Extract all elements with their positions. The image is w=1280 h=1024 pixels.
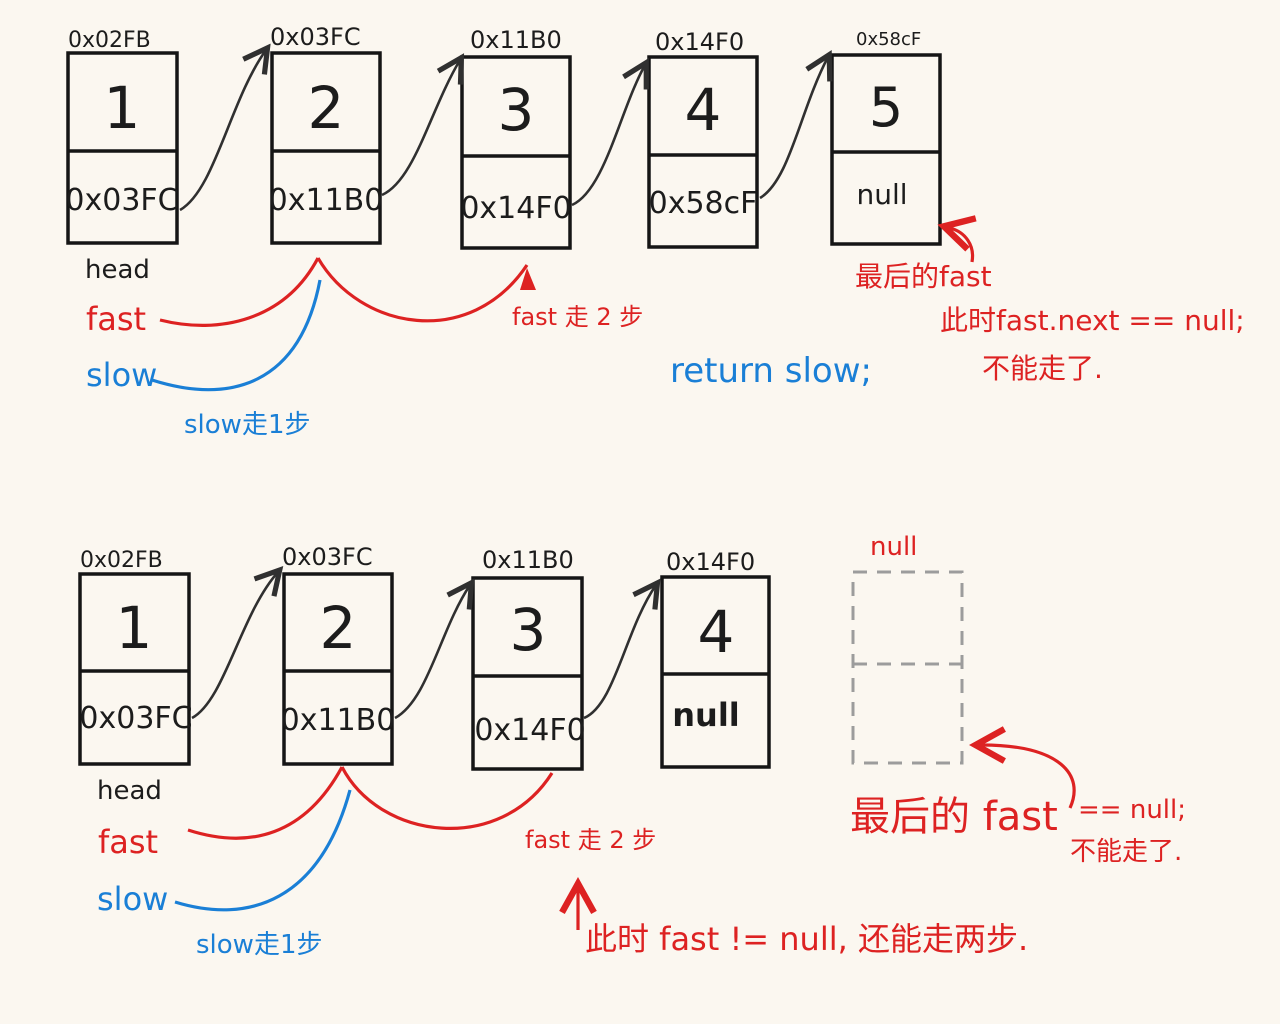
bottom-slow-step: slow走1步	[196, 930, 322, 960]
top-node-3-value: 3	[498, 76, 535, 144]
top-node-5-next: null	[856, 178, 907, 211]
bottom-last-fast-eq: == null;	[1078, 795, 1186, 825]
bottom-node-4-box	[660, 575, 771, 769]
top-link-arrow-2	[381, 60, 460, 197]
top-note-line2: 不能走了.	[982, 352, 1103, 385]
top-link-arrow-3	[571, 65, 645, 207]
bottom-node-3-address: 0x11B0	[482, 546, 574, 574]
bottom-fast-step: fast 走 2 步	[525, 826, 656, 854]
bottom-link-arrow-3	[583, 585, 656, 720]
bottom-node-4: 0x14F0 4 null	[660, 548, 771, 769]
top-list: 0x02FB 1 0x03FC 0x03FC 2 0x11B0 0x11B0 3…	[65, 23, 1244, 440]
top-return-text: return slow;	[670, 351, 872, 391]
top-node-1-next: 0x03FC	[65, 183, 178, 218]
top-node-2-value: 2	[308, 74, 345, 142]
bottom-last-fast-label: 最后的 fast	[850, 794, 1058, 840]
bottom-head-label: head	[97, 776, 162, 806]
top-node-3-box	[460, 55, 572, 250]
top-head-label: head	[85, 255, 150, 285]
top-slow-step: slow走1步	[184, 410, 310, 440]
top-node-4-value: 4	[685, 76, 722, 144]
bottom-ghost-box	[851, 570, 964, 765]
bottom-node-1-value: 1	[116, 594, 153, 662]
bottom-node-2: 0x03FC 2 0x11B0	[281, 543, 396, 766]
bottom-node-3-box	[471, 576, 584, 771]
top-last-fast-label: 最后的fast	[855, 260, 992, 293]
top-node-4-address: 0x14F0	[655, 28, 744, 56]
top-node-3-next: 0x14F0	[460, 191, 571, 226]
bottom-node-2-address: 0x03FC	[282, 543, 373, 571]
top-node-5-box	[830, 53, 942, 246]
top-slow-label: slow	[86, 356, 157, 394]
bottom-fast-arc-2	[340, 766, 554, 830]
bottom-node-3-next: 0x14F0	[474, 713, 585, 748]
top-fast-arc-1	[159, 257, 320, 327]
top-node-2-address: 0x03FC	[270, 23, 361, 51]
bottom-slow-label: slow	[97, 880, 168, 918]
top-node-2-box	[270, 51, 382, 245]
bottom-link-arrow-1	[191, 572, 278, 720]
top-node-5: 0x58cF 5 null	[830, 29, 942, 246]
bottom-node-4-value: 4	[698, 598, 735, 666]
bottom-node-2-box	[282, 572, 394, 766]
bottom-node-4-address: 0x14F0	[666, 548, 755, 576]
top-node-3-address: 0x11B0	[470, 26, 562, 54]
bottom-node-3-value: 3	[510, 596, 547, 664]
bottom-link-arrow-2	[394, 585, 470, 720]
top-node-2-next: 0x11B0	[269, 183, 384, 218]
top-slow-arc	[151, 279, 322, 392]
bottom-node-1-next: 0x03FC	[79, 701, 192, 736]
bottom-fast-arc-1	[187, 766, 344, 840]
top-link-arrow-4	[759, 57, 828, 200]
top-note-line1: 此时fast.next == null;	[940, 304, 1245, 337]
top-node-2: 0x03FC 2 0x11B0	[269, 23, 384, 245]
top-node-3: 0x11B0 3 0x14F0	[460, 26, 572, 250]
bottom-node-4-next: null	[672, 696, 740, 734]
bottom-node-2-next: 0x11B0	[281, 703, 396, 738]
top-node-1-address: 0x02FB	[68, 28, 151, 53]
bottom-slow-arc	[174, 789, 352, 912]
top-node-1: 0x02FB 1 0x03FC	[65, 28, 179, 245]
bottom-last-fast-note: 不能走了.	[1070, 837, 1182, 867]
top-link-arrow-1	[179, 50, 266, 212]
bottom-list: 0x02FB 1 0x03FC 0x03FC 2 0x11B0 0x11B0 3…	[78, 532, 1186, 960]
top-node-4: 0x14F0 4 0x58cF	[647, 28, 759, 249]
top-node-4-next: 0x58cF	[649, 186, 758, 221]
bottom-null-label: null	[870, 532, 917, 562]
top-fast-arrowhead	[520, 268, 536, 290]
bottom-fast-label: fast	[98, 823, 158, 861]
top-fast-arc-2	[316, 257, 529, 323]
top-last-fast-pointer	[950, 228, 973, 263]
bottom-node-1-box	[78, 572, 191, 766]
top-fast-step: fast 走 2 步	[512, 303, 643, 331]
bottom-node-3: 0x11B0 3 0x14F0	[471, 546, 586, 771]
top-node-4-box	[647, 55, 759, 249]
top-node-1-box	[66, 51, 179, 245]
top-node-5-address: 0x58cF	[856, 29, 921, 50]
bottom-null-ghost-node: null	[851, 532, 964, 765]
top-node-1-value: 1	[104, 74, 141, 142]
top-node-5-value: 5	[869, 76, 903, 139]
bottom-node-1-address: 0x02FB	[80, 548, 163, 573]
bottom-note: 此时 fast != null, 还能走两步.	[585, 920, 1028, 958]
bottom-node-2-value: 2	[320, 594, 357, 662]
top-fast-label: fast	[86, 300, 146, 338]
bottom-node-1: 0x02FB 1 0x03FC	[78, 548, 193, 766]
bottom-last-fast-pointer	[982, 745, 1076, 809]
